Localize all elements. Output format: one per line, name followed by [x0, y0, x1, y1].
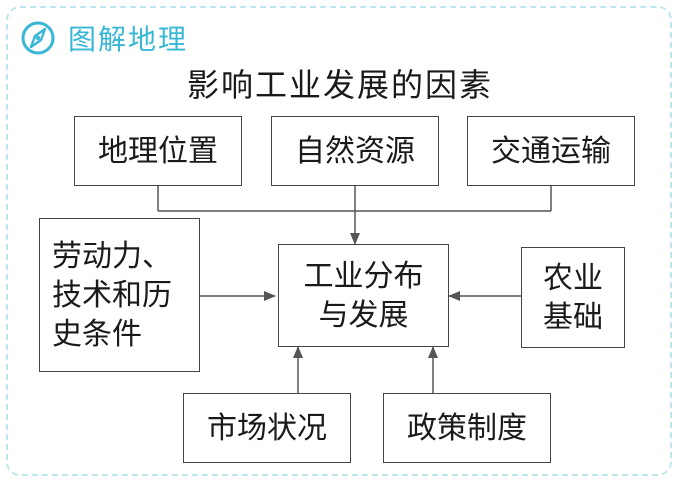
- factor-location: 地理位置: [74, 116, 242, 186]
- logo-text: 图解地理: [68, 23, 189, 56]
- factor-transport: 交通运输: [467, 116, 635, 186]
- factor-agriculture-line-2: 基础: [543, 299, 603, 335]
- factor-natural-resources: 自然资源: [271, 116, 439, 186]
- factor-agriculture-base: 农业 基础: [521, 247, 625, 348]
- factor-labor-line-1: 劳动力、: [52, 238, 172, 274]
- diagram-title: 影响工业发展的因素: [186, 66, 493, 104]
- logo: 图解地理: [18, 18, 188, 58]
- factor-agriculture-line-1: 农业: [543, 260, 603, 296]
- center-line-1: 工业分布: [303, 258, 424, 294]
- center-industry-distribution: 工业分布 与发展: [278, 244, 449, 347]
- factor-labor-tech-history: 劳动力、 技术和历 史条件: [39, 218, 200, 372]
- factor-market: 市场状况: [183, 393, 351, 463]
- center-line-2: 与发展: [318, 297, 409, 333]
- factor-labor-line-3: 史条件: [52, 316, 142, 352]
- factor-labor-line-2: 技术和历: [52, 277, 172, 313]
- dashed-frame: [6, 6, 672, 476]
- compass-circle-icon: [21, 21, 55, 55]
- factor-policy: 政策制度: [383, 393, 551, 463]
